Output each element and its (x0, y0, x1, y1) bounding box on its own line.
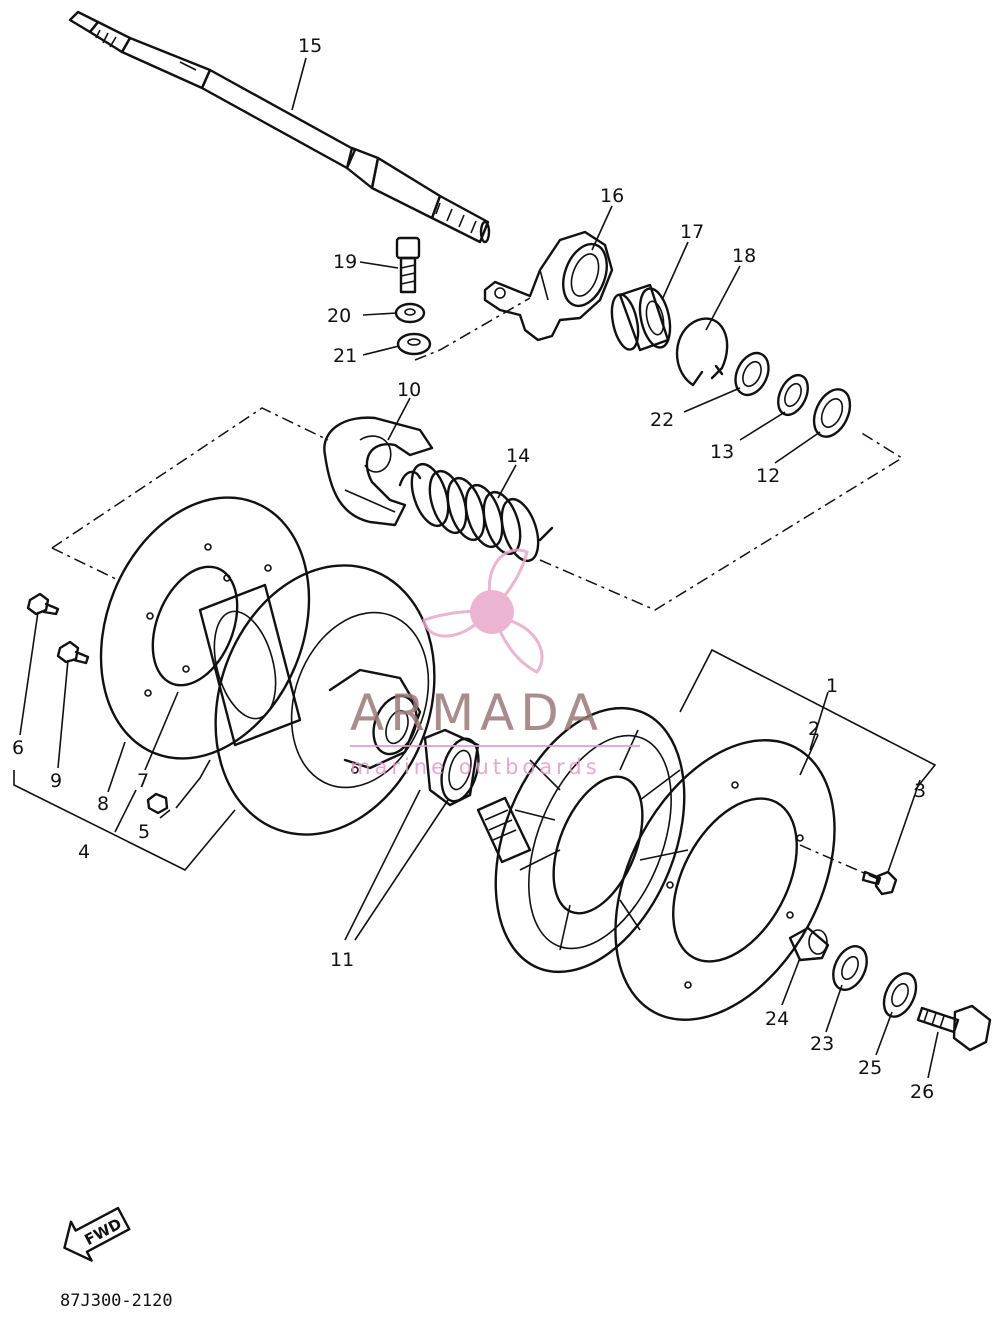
callout-23: 23 (810, 1033, 834, 1055)
washer-part-23 (832, 945, 868, 991)
washer-part-13 (777, 373, 809, 417)
bearing-part-17 (610, 283, 672, 352)
nut-part-5 (146, 792, 169, 815)
cam-part-10 (323, 416, 434, 527)
sheave-plate-part-2 (614, 739, 836, 1021)
watermark-brand: ARMADA (350, 684, 604, 742)
callout-13: 13 (710, 441, 734, 463)
lock-washer-part-20 (394, 302, 426, 324)
part-callouts: 1 2 3 4 5 6 7 8 9 10 11 12 13 14 15 16 1… (12, 35, 934, 1103)
hub-part-7 (198, 583, 302, 747)
callout-8: 8 (97, 793, 109, 815)
callout-16: 16 (600, 185, 624, 207)
callout-22: 22 (650, 409, 674, 431)
washer-part-22 (734, 351, 770, 397)
circlip-part-18 (675, 317, 729, 387)
callout-6: 6 (12, 737, 24, 759)
sheave-disc-part-8 (99, 496, 311, 760)
callout-19: 19 (333, 251, 357, 273)
callout-15: 15 (298, 35, 322, 57)
callout-11: 11 (330, 949, 354, 971)
callout-25: 25 (858, 1057, 882, 1079)
callout-1: 1 (826, 675, 838, 697)
watermark: ARMADA marine outboards (350, 548, 640, 779)
callout-5: 5 (138, 821, 150, 843)
flange-bolt-part-26 (916, 1004, 992, 1052)
callout-17: 17 (680, 221, 704, 243)
leader-lines (19, 57, 939, 1079)
callout-24: 24 (765, 1008, 789, 1030)
callout-4: 4 (78, 841, 90, 863)
bolt-part-19 (395, 236, 421, 294)
callout-18: 18 (732, 245, 756, 267)
callout-10: 10 (397, 379, 421, 401)
washer-part-21 (396, 332, 432, 356)
drawing-code: 87J300-2120 (60, 1291, 173, 1311)
watermark-tagline: marine outboards (350, 755, 601, 779)
callout-7: 7 (137, 770, 149, 792)
callout-14: 14 (506, 445, 530, 467)
primary-sheave-part-1 (476, 706, 689, 974)
callout-12: 12 (756, 465, 780, 487)
movable-sheave-part-4 (214, 564, 436, 836)
bearing-housing-part-16 (483, 230, 614, 342)
group-bracket-4 (13, 770, 236, 871)
callout-26: 26 (910, 1081, 934, 1103)
collar-part-24 (788, 926, 830, 962)
bushing-part-11 (423, 728, 480, 807)
washer-part-12 (812, 388, 852, 438)
fwd-arrow: FWD (63, 1206, 131, 1262)
callout-21: 21 (333, 345, 357, 367)
callout-2: 2 (808, 718, 820, 740)
shaft-part-15 (68, 10, 491, 244)
bolt-part-9 (56, 640, 90, 665)
propeller-icon (422, 548, 544, 674)
callout-3: 3 (914, 780, 926, 802)
callout-20: 20 (327, 305, 351, 327)
washer-part-25 (882, 972, 918, 1018)
spring-part-14 (398, 462, 554, 563)
group-bracket-upper (51, 407, 904, 611)
callout-9: 9 (50, 770, 62, 792)
bolt-part-6 (26, 592, 60, 616)
screw-part-3 (861, 870, 898, 896)
